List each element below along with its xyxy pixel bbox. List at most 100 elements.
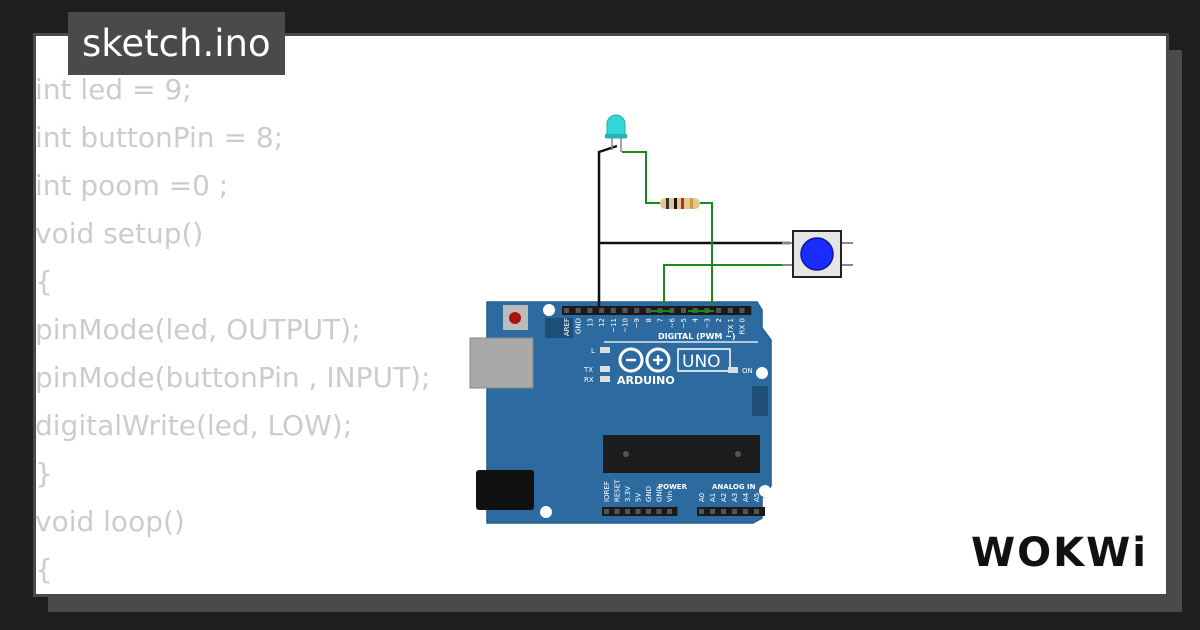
header-pin[interactable] [646, 509, 651, 514]
pin-label: 2 [715, 318, 723, 322]
pin-label: RX 0 [739, 318, 747, 334]
header-pin[interactable] [732, 509, 737, 514]
header-pin[interactable] [699, 509, 704, 514]
on-led [728, 367, 738, 373]
resistor-band [666, 198, 669, 209]
header-pin[interactable] [667, 509, 672, 514]
code-line: digitalWrite(led, LOW); [35, 409, 353, 442]
pin-label: 5V [635, 493, 643, 502]
wire-resistor-pin[interactable] [700, 202, 713, 306]
mount-hole [759, 485, 771, 497]
icsp-header-2 [752, 386, 768, 416]
header-pin[interactable] [587, 308, 593, 313]
reset-button-cap [509, 312, 521, 324]
chip-dot [735, 451, 741, 457]
header-pin[interactable] [716, 308, 722, 313]
resistor-component[interactable] [660, 198, 700, 209]
file-tab[interactable]: sketch.ino [68, 12, 285, 75]
pin-label: 12 [598, 318, 606, 327]
pin-label: 3.3V [624, 486, 632, 502]
mount-hole [543, 304, 555, 316]
led-body [606, 114, 626, 139]
wire-button-pin8[interactable] [663, 264, 790, 306]
code-line: void loop() [35, 505, 185, 538]
header-pin[interactable] [610, 308, 616, 313]
header-pin[interactable] [710, 509, 715, 514]
code-line: int led = 9; [35, 73, 192, 106]
code-line: pinMode(led, OUTPUT); [35, 313, 361, 346]
on-led-label: ON [742, 367, 753, 375]
wire-led-gnd[interactable] [597, 144, 618, 306]
pin-label: A0 [698, 493, 706, 502]
header-pin[interactable] [656, 509, 662, 514]
pin-label: A1 [709, 493, 717, 502]
icsp-header [545, 318, 573, 338]
header-pin[interactable] [754, 509, 759, 514]
header-pin[interactable] [739, 308, 745, 313]
atmega-chip [603, 435, 760, 473]
header-pin[interactable] [614, 509, 620, 514]
pin-label: ~9 [633, 318, 641, 328]
header-pin[interactable] [635, 509, 641, 514]
header-pin[interactable] [743, 509, 748, 514]
pin-label: ~10 [622, 318, 630, 333]
wire-led-resistor[interactable] [622, 151, 660, 204]
header-strip [697, 507, 765, 516]
arduino-label: ARDUINO [617, 374, 675, 387]
pin-label: 4 [692, 317, 700, 322]
code-line: pinMode(buttonPin , INPUT); [35, 361, 431, 394]
header-pin[interactable] [575, 308, 581, 313]
code-line: } [35, 457, 53, 490]
pin-label: 8 [645, 318, 653, 322]
power-jack [476, 470, 534, 510]
header-pin[interactable] [681, 308, 686, 313]
led-rim [605, 134, 627, 138]
header-pin[interactable] [564, 308, 569, 313]
pin-label: TX 1 [727, 318, 735, 335]
wires [597, 144, 790, 312]
rx-led [600, 376, 610, 382]
pin-label: 7 [657, 318, 665, 322]
code-listing: int led = 9; int buttonPin = 8; int poom =… [35, 66, 430, 594]
pin-label: IOREF [603, 481, 611, 502]
led-component[interactable] [605, 114, 627, 152]
tx-led-label: TX [583, 366, 593, 374]
header-pin[interactable] [721, 509, 726, 514]
analog-label: ANALOG IN [712, 483, 756, 491]
header-pin[interactable] [622, 308, 628, 313]
pin-label: AREF [563, 318, 571, 336]
code-line: void setup() [35, 217, 204, 250]
header-pin[interactable] [727, 308, 733, 313]
pin-label: ~11 [610, 318, 618, 333]
code-line: int buttonPin = 8; [35, 121, 284, 154]
code-line: { [35, 553, 53, 586]
header-pin[interactable] [604, 509, 609, 514]
uno-box [677, 348, 731, 372]
tx-led [600, 366, 610, 372]
arduino-logo [618, 347, 671, 373]
pin-label: 13 [586, 318, 594, 327]
chip-dot [623, 451, 629, 457]
button-cap[interactable] [800, 237, 834, 271]
pin-label: RESET [614, 479, 622, 502]
pin-label: GND [575, 318, 583, 334]
pin-label: ~6 [668, 317, 676, 328]
header-pin[interactable] [634, 308, 640, 313]
header-pin[interactable] [599, 308, 605, 313]
code-line: int poom =0 ; [35, 169, 229, 202]
pushbutton-component[interactable] [782, 230, 853, 278]
pin-label: GND [656, 486, 664, 502]
header-pin[interactable] [645, 308, 651, 313]
l-led-label: L [591, 347, 595, 355]
pin-label: Vin [666, 491, 674, 502]
rx-led-label: RX [584, 376, 594, 384]
pin-label: A5 [753, 493, 761, 502]
mount-hole [756, 367, 768, 379]
wokwi-logo: WOKWi [971, 530, 1148, 576]
header-pin[interactable] [625, 509, 630, 514]
usb-port [469, 337, 534, 389]
